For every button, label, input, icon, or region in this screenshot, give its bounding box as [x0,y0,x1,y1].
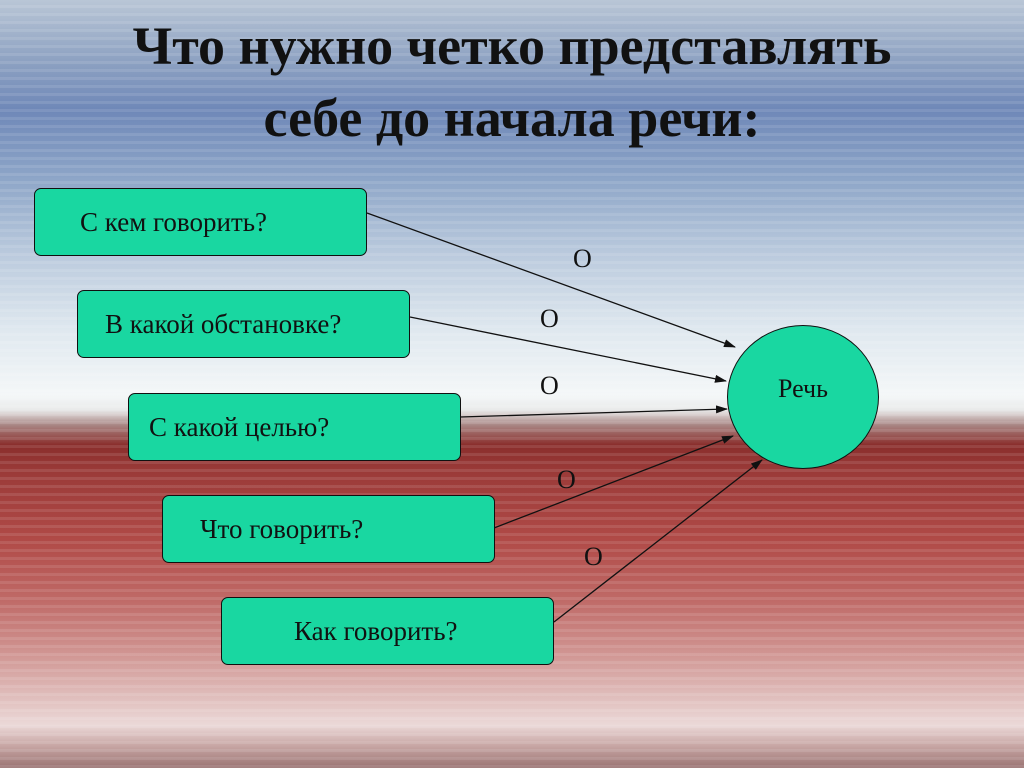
question-box-who: С кем говорить? [34,188,367,256]
question-box-how: Как говорить? [221,597,554,665]
slide-title: Что нужно четко представлять себе до нач… [132,16,892,148]
question-label-purpose: С какой целью? [149,411,330,442]
edge-mark-3: О [540,371,559,400]
question-label-who: С кем говорить? [80,206,268,237]
center-node-speech: Речь [727,325,879,469]
question-box-purpose: С какой целью? [128,393,461,461]
question-box-what: Что говорить? [162,495,495,563]
edge-arrow-4 [493,435,734,529]
edge-mark-4: О [557,465,576,494]
question-label-how: Как говорить? [294,615,458,646]
center-node-label: Речь [778,374,828,403]
edge-arrow-1 [366,212,736,348]
question-label-what: Что говорить? [200,513,364,544]
edge-arrow-5 [553,459,763,623]
edge-mark-1: О [573,244,592,273]
question-box-setting: В какой обстановке? [77,290,410,358]
question-label-setting: В какой обстановке? [105,308,342,339]
edge-mark-5: О [584,542,603,571]
edge-arrow-3 [459,405,728,418]
edge-arrow-2 [409,316,727,383]
edge-mark-2: О [540,304,559,333]
